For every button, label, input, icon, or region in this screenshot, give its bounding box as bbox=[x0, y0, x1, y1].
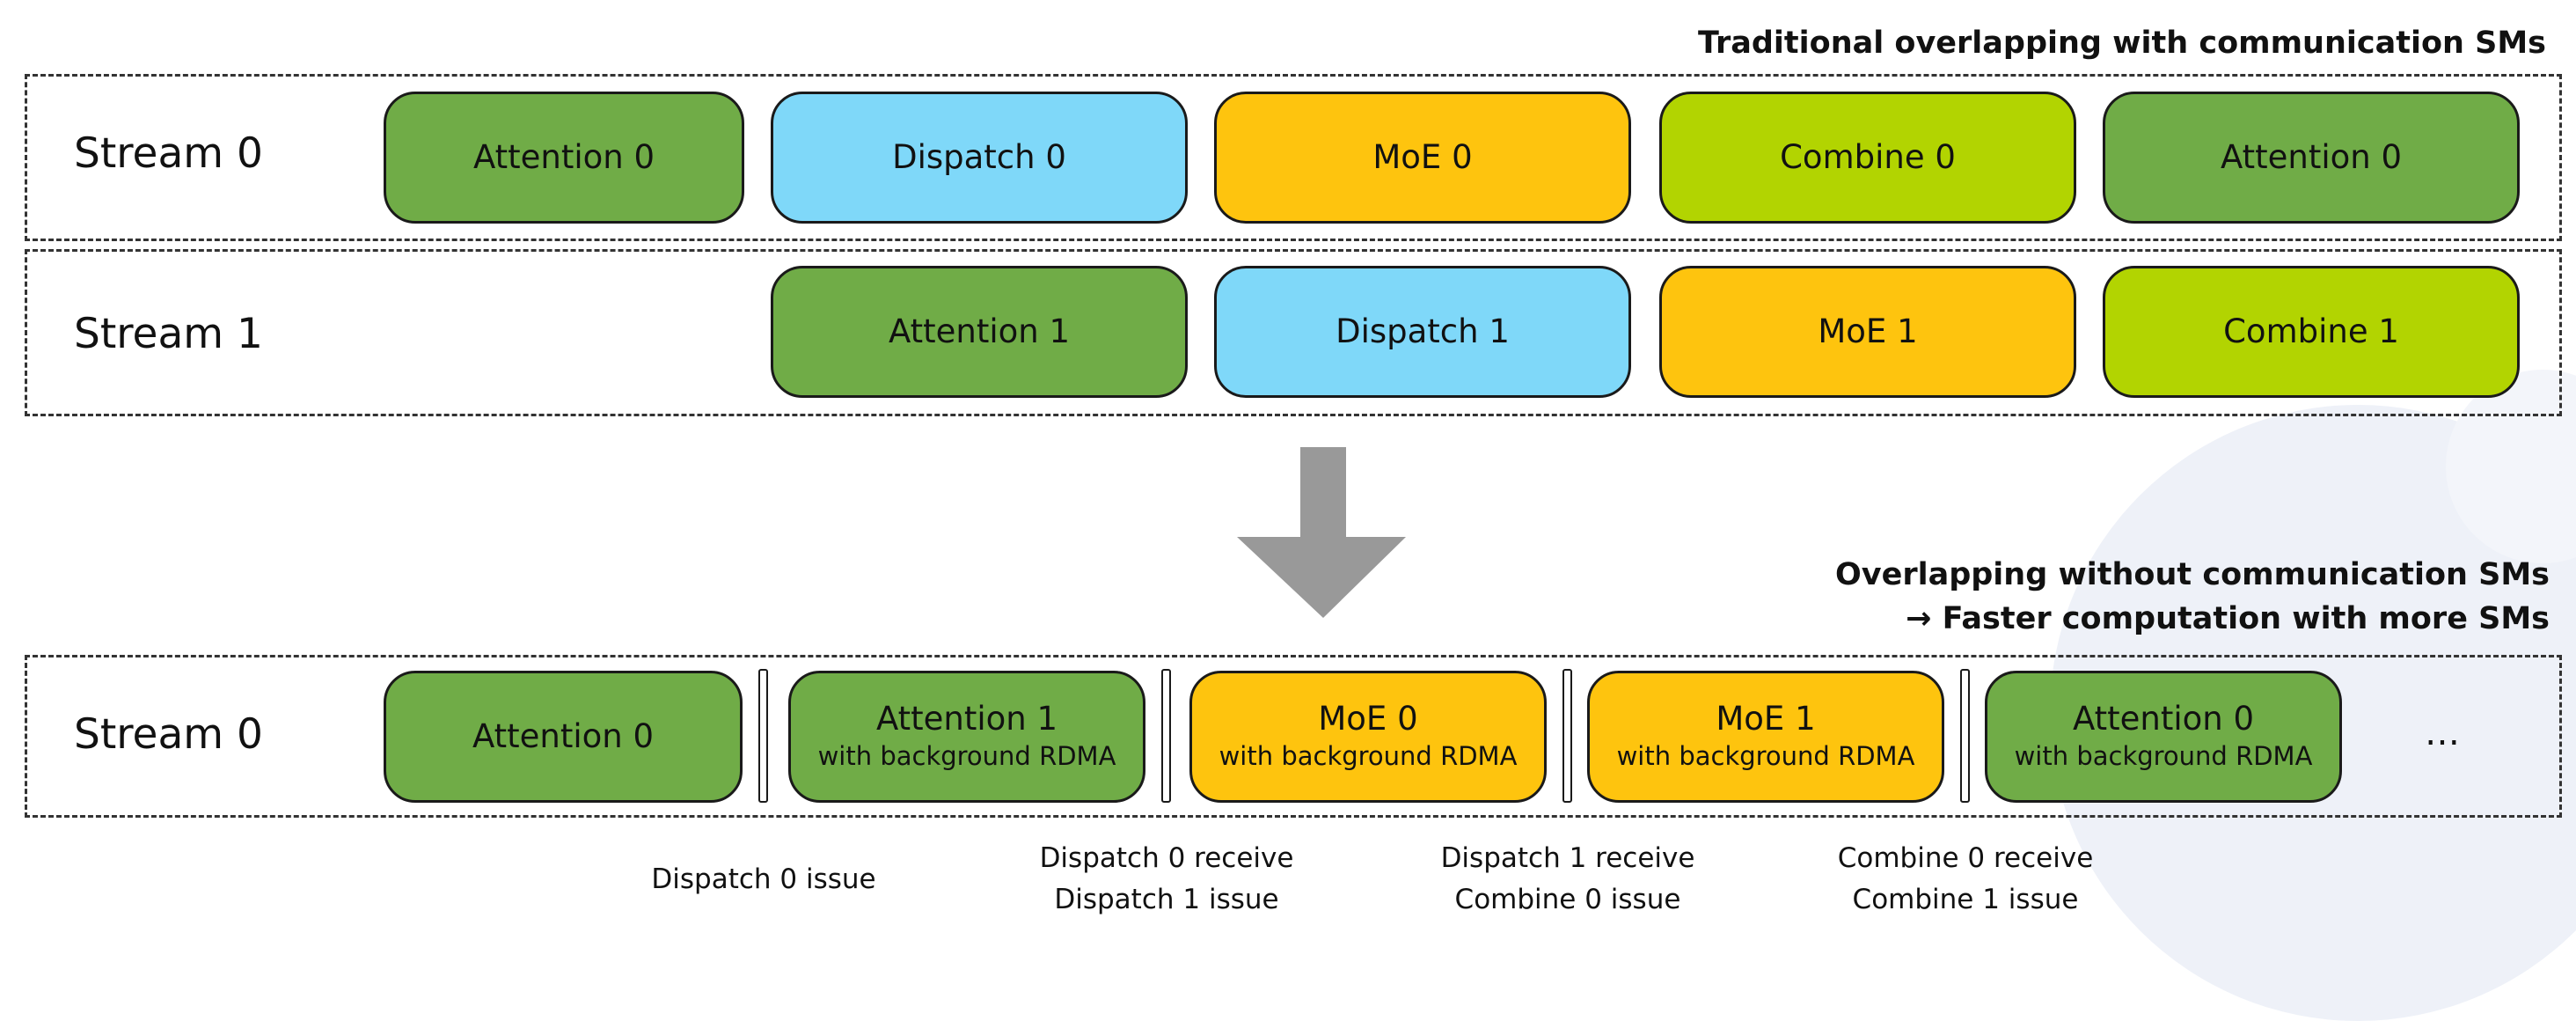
event-line: Dispatch 0 issue bbox=[651, 863, 876, 895]
down-arrow-icon bbox=[1237, 447, 1406, 618]
moe-block: MoE 0 with background RDMA bbox=[1189, 671, 1547, 803]
block-label: MoE 0 bbox=[1318, 700, 1418, 738]
block-sublabel: with background RDMA bbox=[1218, 741, 1518, 771]
attention-block: Attention 0 bbox=[2103, 92, 2520, 224]
stream-label: Stream 0 bbox=[74, 710, 263, 759]
block-label: Combine 0 bbox=[1780, 138, 1956, 176]
combine-block: Combine 1 bbox=[2103, 266, 2520, 398]
stream-label: Stream 1 bbox=[74, 310, 263, 358]
event-label: Dispatch 1 receive Combine 0 issue bbox=[1441, 838, 1695, 921]
block-label: MoE 1 bbox=[1716, 700, 1816, 738]
ellipsis: … bbox=[2425, 713, 2460, 753]
block-sublabel: with background RDMA bbox=[2014, 741, 2313, 771]
event-label: Dispatch 0 receive Dispatch 1 issue bbox=[1040, 838, 1294, 921]
attention-block: Attention 1 with background RDMA bbox=[788, 671, 1145, 803]
moe-block: MoE 0 bbox=[1214, 92, 1631, 224]
event-label: Dispatch 0 issue bbox=[651, 859, 875, 900]
attention-block: Attention 0 with background RDMA bbox=[1985, 671, 2342, 803]
event-line: Dispatch 1 issue bbox=[1054, 884, 1279, 915]
stream-0-lane bbox=[25, 74, 2562, 241]
block-label: Attention 1 bbox=[888, 312, 1071, 350]
block-label: MoE 1 bbox=[1818, 312, 1918, 350]
block-label: Attention 0 bbox=[2072, 700, 2255, 738]
moe-block: MoE 1 with background RDMA bbox=[1587, 671, 1944, 803]
block-label: Attention 1 bbox=[875, 700, 1058, 738]
moe-block: MoE 1 bbox=[1659, 266, 2076, 398]
issue-barrier bbox=[1960, 669, 1970, 803]
bottom-caption-line-2: → Faster computation with more SMs bbox=[1906, 601, 2550, 636]
block-label: Attention 0 bbox=[472, 138, 655, 176]
dispatch-block: Dispatch 0 bbox=[771, 92, 1188, 224]
block-label: Attention 0 bbox=[2220, 138, 2403, 176]
block-label: MoE 0 bbox=[1372, 138, 1473, 176]
event-line: Dispatch 1 receive bbox=[1440, 842, 1695, 874]
block-label: Dispatch 0 bbox=[892, 138, 1066, 176]
stream-label: Stream 0 bbox=[74, 129, 263, 178]
event-line: Combine 0 issue bbox=[1454, 884, 1681, 915]
stream-1-lane bbox=[25, 249, 2562, 416]
combine-block: Combine 0 bbox=[1659, 92, 2076, 224]
block-label: Attention 0 bbox=[472, 717, 655, 755]
attention-block: Attention 0 bbox=[384, 92, 744, 224]
event-line: Combine 0 receive bbox=[1837, 842, 2094, 874]
stream-0-lane-overlapped bbox=[25, 655, 2562, 818]
attention-block: Attention 0 bbox=[384, 671, 743, 803]
block-sublabel: with background RDMA bbox=[1616, 741, 1915, 771]
block-label: Combine 1 bbox=[2223, 312, 2399, 350]
event-line: Combine 1 issue bbox=[1852, 884, 2079, 915]
attention-block: Attention 1 bbox=[771, 266, 1188, 398]
event-line: Dispatch 0 receive bbox=[1039, 842, 1294, 874]
issue-barrier bbox=[1161, 669, 1171, 803]
block-sublabel: with background RDMA bbox=[817, 741, 1116, 771]
issue-barrier bbox=[758, 669, 768, 803]
top-caption: Traditional overlapping with communicati… bbox=[1697, 26, 2546, 61]
event-label: Combine 0 receive Combine 1 issue bbox=[1838, 838, 2094, 921]
block-label: Dispatch 1 bbox=[1336, 312, 1510, 350]
issue-barrier bbox=[1562, 669, 1572, 803]
bottom-caption-line-1: Overlapping without communication SMs bbox=[1835, 557, 2550, 592]
dispatch-block: Dispatch 1 bbox=[1214, 266, 1631, 398]
